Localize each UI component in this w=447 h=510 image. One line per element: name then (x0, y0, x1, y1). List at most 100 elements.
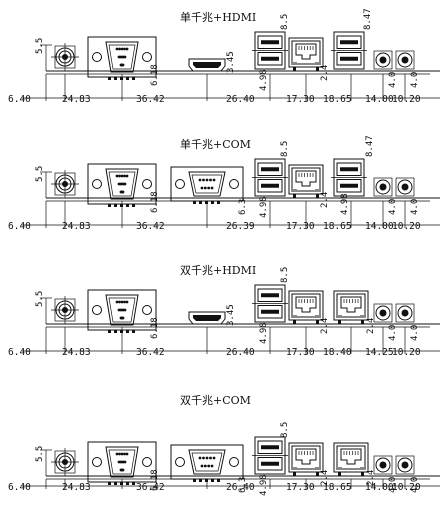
dimension-label: 14.00 (365, 94, 394, 105)
vertical-dimension-label: 5.5 (35, 38, 45, 54)
vertical-dimension-label: 2.4 (366, 470, 376, 486)
vertical-dimension-label: 4.0 (388, 199, 398, 215)
vertical-dimension-label: 4.98 (259, 474, 269, 496)
dimension-label: 10.20 (392, 221, 421, 232)
vertical-dimension-label: 4.0 (388, 72, 398, 88)
dimension-label: 18.65 (323, 221, 352, 232)
dimension-label: 26.39 (226, 221, 255, 232)
dimension-label: 24.83 (62, 482, 91, 493)
vertical-dimension-label: 6.18 (150, 64, 160, 86)
dimension-label: 24.83 (62, 94, 91, 105)
audio-jack-connector (373, 303, 393, 323)
usb-stack-connector (331, 31, 367, 70)
vertical-dimension-label: 4.98 (259, 322, 269, 344)
usb-stack-connector (252, 284, 288, 323)
ground-nut-connector (51, 170, 79, 198)
vertical-dimension-label: 4.0 (410, 72, 420, 88)
panel-title: 单千兆+COM (180, 138, 251, 151)
audio-jack-connector (395, 50, 415, 70)
panel-title: 双千兆+COM (180, 394, 251, 407)
vga-connector (87, 36, 157, 80)
usb-stack-connector (252, 31, 288, 70)
dimension-label: 6.40 (8, 94, 31, 105)
rj45-connector (288, 290, 324, 324)
hdmi-connector (188, 311, 226, 325)
usb-stack-connector (252, 158, 288, 197)
vertical-dimension-label: 5.5 (35, 291, 45, 307)
ground-nut-connector (51, 448, 79, 476)
vertical-dimension-label: 2.4 (320, 192, 330, 208)
vertical-dimension-label: 5.5 (35, 446, 45, 462)
vertical-dimension-label: 8.5 (280, 141, 290, 157)
dimension-label: 14.25 (365, 347, 394, 358)
usb-stack-connector (331, 158, 367, 197)
vertical-dimension-label: 4.0 (410, 199, 420, 215)
dimension-label: 6.40 (8, 221, 31, 232)
dimension-label: 36.42 (136, 94, 165, 105)
vertical-dimension-label: 6.18 (150, 469, 160, 491)
dimension-label: 6.40 (8, 482, 31, 493)
audio-jack-connector (395, 455, 415, 475)
vertical-dimension-label: 4.98 (340, 193, 350, 215)
panel-2: 单千兆+COM 6.40 24.83 36.42 26.39 17.30 18.65 14.0… (8, 135, 440, 232)
vertical-dimension-label: 6.3 (238, 477, 248, 493)
rj45-connector (333, 442, 369, 476)
vertical-dimension-label: 2.4 (320, 65, 330, 81)
vertical-dimension-label: 8.5 (280, 422, 290, 438)
dimension-label: 17.30 (286, 94, 315, 105)
rj45-connector (288, 442, 324, 476)
vertical-dimension-label: 2.4 (366, 318, 376, 334)
hdmi-connector (188, 58, 226, 72)
dimension-label: 36.42 (136, 482, 165, 493)
dimension-label: 26.40 (226, 482, 255, 493)
ground-nut-connector (51, 296, 79, 324)
vertical-dimension-label: 3.45 (226, 51, 236, 73)
vertical-dimension-label: 6.18 (150, 191, 160, 213)
panel-4: 双千兆+COM 6.40 24.83 36.42 26.40 17.30 18.65 14.0… (8, 394, 440, 496)
vertical-dimension-label: 4.98 (259, 196, 269, 218)
dimension-label: 17.30 (286, 221, 315, 232)
audio-jack-connector (395, 303, 415, 323)
dimension-label: 10.20 (392, 482, 421, 493)
vertical-dimension-label: 2.4 (320, 318, 330, 334)
rj45-connector (288, 37, 324, 71)
dimension-label: 26.40 (226, 347, 255, 358)
vertical-dimension-label: 3.45 (226, 304, 236, 326)
vertical-dimension-label: 2.4 (320, 470, 330, 486)
dimension-label: 14.00 (365, 482, 394, 493)
panel-title: 双千兆+HDMI (180, 264, 256, 277)
vga-connector (87, 289, 157, 333)
vertical-dimension-label: 6.3 (238, 199, 248, 215)
dimension-label: 10.20 (392, 347, 421, 358)
audio-jack-connector (395, 177, 415, 197)
vertical-dimension-label: 8.47 (363, 8, 373, 30)
usb-stack-connector (252, 436, 288, 475)
vertical-dimension-label: 6.18 (150, 317, 160, 339)
dimension-label: 26.40 (226, 94, 255, 105)
vertical-dimension-label: 4.0 (388, 477, 398, 493)
vertical-dimension-label: 4.0 (388, 325, 398, 341)
vertical-dimension-label: 8.47 (365, 135, 375, 157)
dimension-label: 17.30 (286, 482, 315, 493)
vertical-dimension-label: 4.0 (410, 477, 420, 493)
dimension-label: 24.83 (62, 347, 91, 358)
vertical-dimension-label: 5.5 (35, 166, 45, 182)
rj45-connector (288, 164, 324, 198)
dimension-label: 18.40 (323, 347, 352, 358)
dimension-label: 6.40 (8, 347, 31, 358)
dimension-label: 10.20 (392, 94, 421, 105)
vertical-dimension-label: 8.5 (280, 14, 290, 30)
ground-nut-connector (51, 43, 79, 71)
dimension-label: 36.42 (136, 221, 165, 232)
audio-jack-connector (373, 50, 393, 70)
dimension-label: 14.00 (365, 221, 394, 232)
dimension-label: 18.65 (323, 94, 352, 105)
rj45-connector (333, 290, 369, 324)
dimension-label: 24.83 (62, 221, 91, 232)
dimension-label: 18.65 (323, 482, 352, 493)
dimension-label: 17.30 (286, 347, 315, 358)
audio-jack-connector (373, 177, 393, 197)
